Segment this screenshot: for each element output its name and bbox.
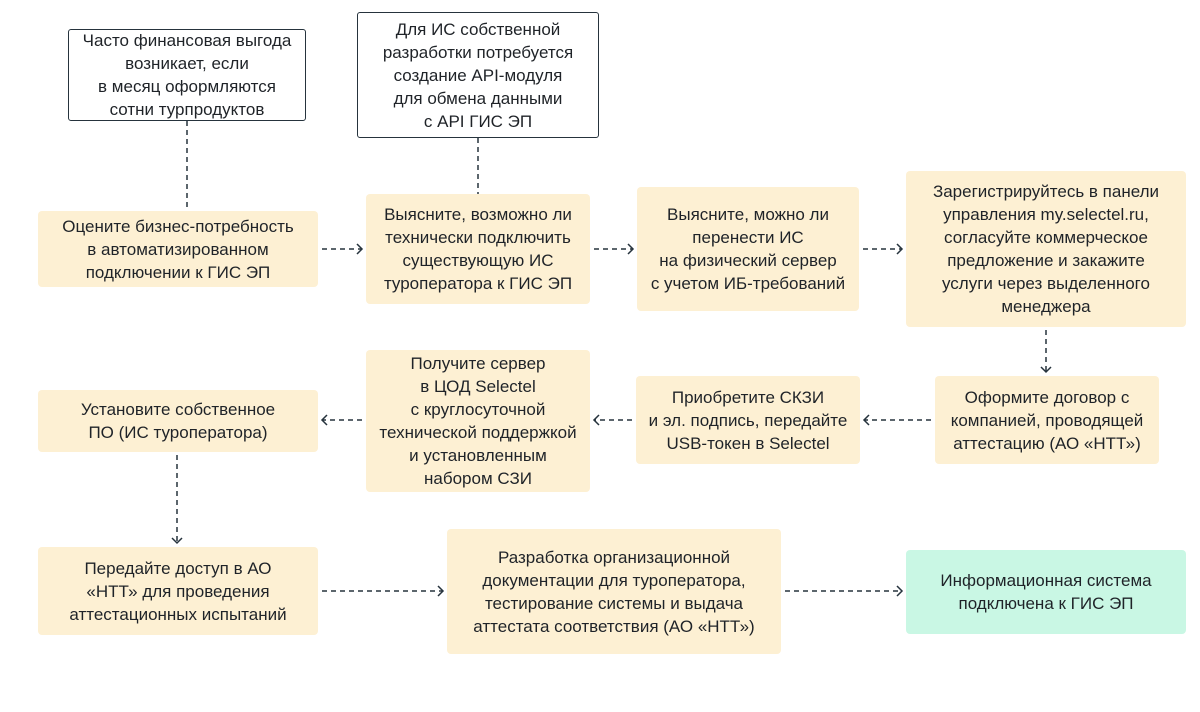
- step-register: Зарегистрируйтесь в панели управления my…: [906, 171, 1186, 327]
- arrow-contract-to-skzi: [862, 414, 931, 426]
- note-financial-benefit: Часто финансовая выгода возникает, если …: [68, 29, 306, 121]
- step-grant-access: Передайте доступ в АО «НТТ» для проведен…: [38, 547, 318, 635]
- step-check-migration: Выясните, можно ли перенести ИС на физич…: [637, 187, 859, 311]
- arrow-migration-to-register: [863, 243, 904, 255]
- step-buy-skzi: Приобретите СКЗИ и эл. подпись, передайт…: [636, 376, 860, 464]
- arrow-server-to-install: [320, 414, 362, 426]
- step-check-technical: Выясните, возможно ли технически подключ…: [366, 194, 590, 304]
- final-connected: Информационная система подключена к ГИС …: [906, 550, 1186, 634]
- arrow-documentation-to-final: [785, 585, 904, 597]
- arrow-access-to-documentation: [322, 585, 445, 597]
- step-documentation: Разработка организационной документации …: [447, 529, 781, 654]
- arrow-technical-to-migration: [594, 243, 635, 255]
- step-contract: Оформите договор с компанией, проводящей…: [935, 376, 1159, 464]
- arrow-install-to-access: [171, 455, 183, 545]
- arrow-skzi-to-server: [592, 414, 632, 426]
- step-get-server: Получите сервер в ЦОД Selectel с круглос…: [366, 350, 590, 492]
- note-api-module: Для ИС собственной разработки потребуетс…: [357, 12, 599, 138]
- step-assess-need: Оцените бизнес-потребность в автоматизир…: [38, 211, 318, 287]
- arrow-assess-to-technical: [322, 243, 364, 255]
- arrow-register-to-contract: [1040, 330, 1052, 374]
- step-install-software: Установите собственное ПО (ИС туроперато…: [38, 390, 318, 452]
